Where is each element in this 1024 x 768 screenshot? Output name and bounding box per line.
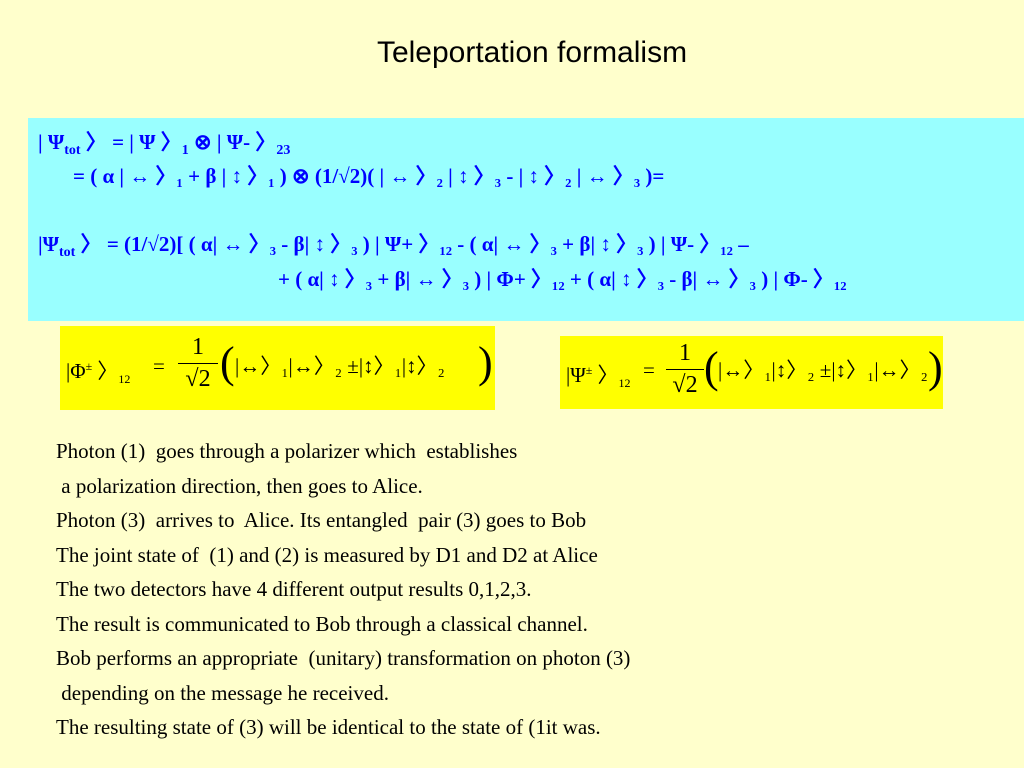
description-paragraph: Photon (1) goes through a polarizer whic… <box>56 434 630 745</box>
psi-right-paren: ) <box>928 343 943 392</box>
equation-line-1: | Ψtot 〉 = | Ψ 〉1 ⊗ | Ψ- 〉23 <box>38 130 291 159</box>
paragraph-line: Photon (1) goes through a polarizer whic… <box>56 439 518 463</box>
equation-line-2: = ( α | ↔ 〉₁ + β | ↕ 〉₁ ) ⊗ (1/√2)( | ↔ … <box>73 164 665 188</box>
psi-fraction: 1 √2 <box>666 340 704 399</box>
phi-formula-box: |Φ± 〉12 = 1 √2 ( |↔〉₁|↔〉₂ ±|↕〉₁|↕〉₂ ) <box>60 326 495 410</box>
paragraph-line: The resulting state of (3) will be ident… <box>56 715 601 739</box>
equation-line-4: + ( α| ↕ 〉₃ + β| ↔ 〉₃ ) | Φ+ 〉₁₂ + ( α| … <box>278 267 847 291</box>
phi-numerator: 1 <box>192 334 204 360</box>
paragraph-line: The two detectors have 4 different outpu… <box>56 577 532 601</box>
phi-body: |↔〉₁|↔〉₂ ±|↕〉₁|↕〉₂ <box>235 354 445 378</box>
paragraph-line: Bob performs an appropriate (unitary) tr… <box>56 646 631 670</box>
phi-denominator: √2 <box>185 366 211 392</box>
paragraph-line: The joint state of (1) and (2) is measur… <box>56 542 598 567</box>
phi-fraction: 1 √2 <box>178 334 218 393</box>
psi-denominator: √2 <box>672 372 698 398</box>
phi-ket: |Φ± 〉12 <box>66 359 131 387</box>
phi-left-paren: ( <box>220 338 235 387</box>
paragraph-line: Photon (3) arrives to Alice. Its entangl… <box>56 508 587 532</box>
psi-body: |↔〉₁|↕〉₂ ±|↕〉₁|↔〉₂ <box>718 358 928 382</box>
paragraph-line: The result is communicated to Bob throug… <box>56 611 588 636</box>
psi-numerator: 1 <box>679 340 691 366</box>
paragraph-line: depending on the message he received. <box>56 680 389 705</box>
phi-equals: = <box>153 354 165 378</box>
psi-formula-box: |Ψ± 〉12 = 1 √2 ( |↔〉₁|↕〉₂ ±|↕〉₁|↔〉₂ ) <box>560 336 943 409</box>
psi-fraction-bar <box>666 369 704 370</box>
phi-right-paren: ) <box>478 338 493 387</box>
psi-ket: |Ψ± 〉12 <box>566 363 631 391</box>
slide-title: Teleportation formalism <box>376 36 688 69</box>
equation-line-3: |Ψtot 〉 = (1/√2)[ ( α| ↔ 〉₃ - β| ↕ 〉₃ ) … <box>38 232 749 261</box>
psi-left-paren: ( <box>704 343 719 392</box>
phi-fraction-bar <box>178 363 218 364</box>
psi-equals: = <box>643 358 655 382</box>
paragraph-line: a polarization direction, then goes to A… <box>56 473 423 498</box>
equation-box: | Ψtot 〉 = | Ψ 〉1 ⊗ | Ψ- 〉23 = ( α | ↔ 〉… <box>28 118 1024 321</box>
